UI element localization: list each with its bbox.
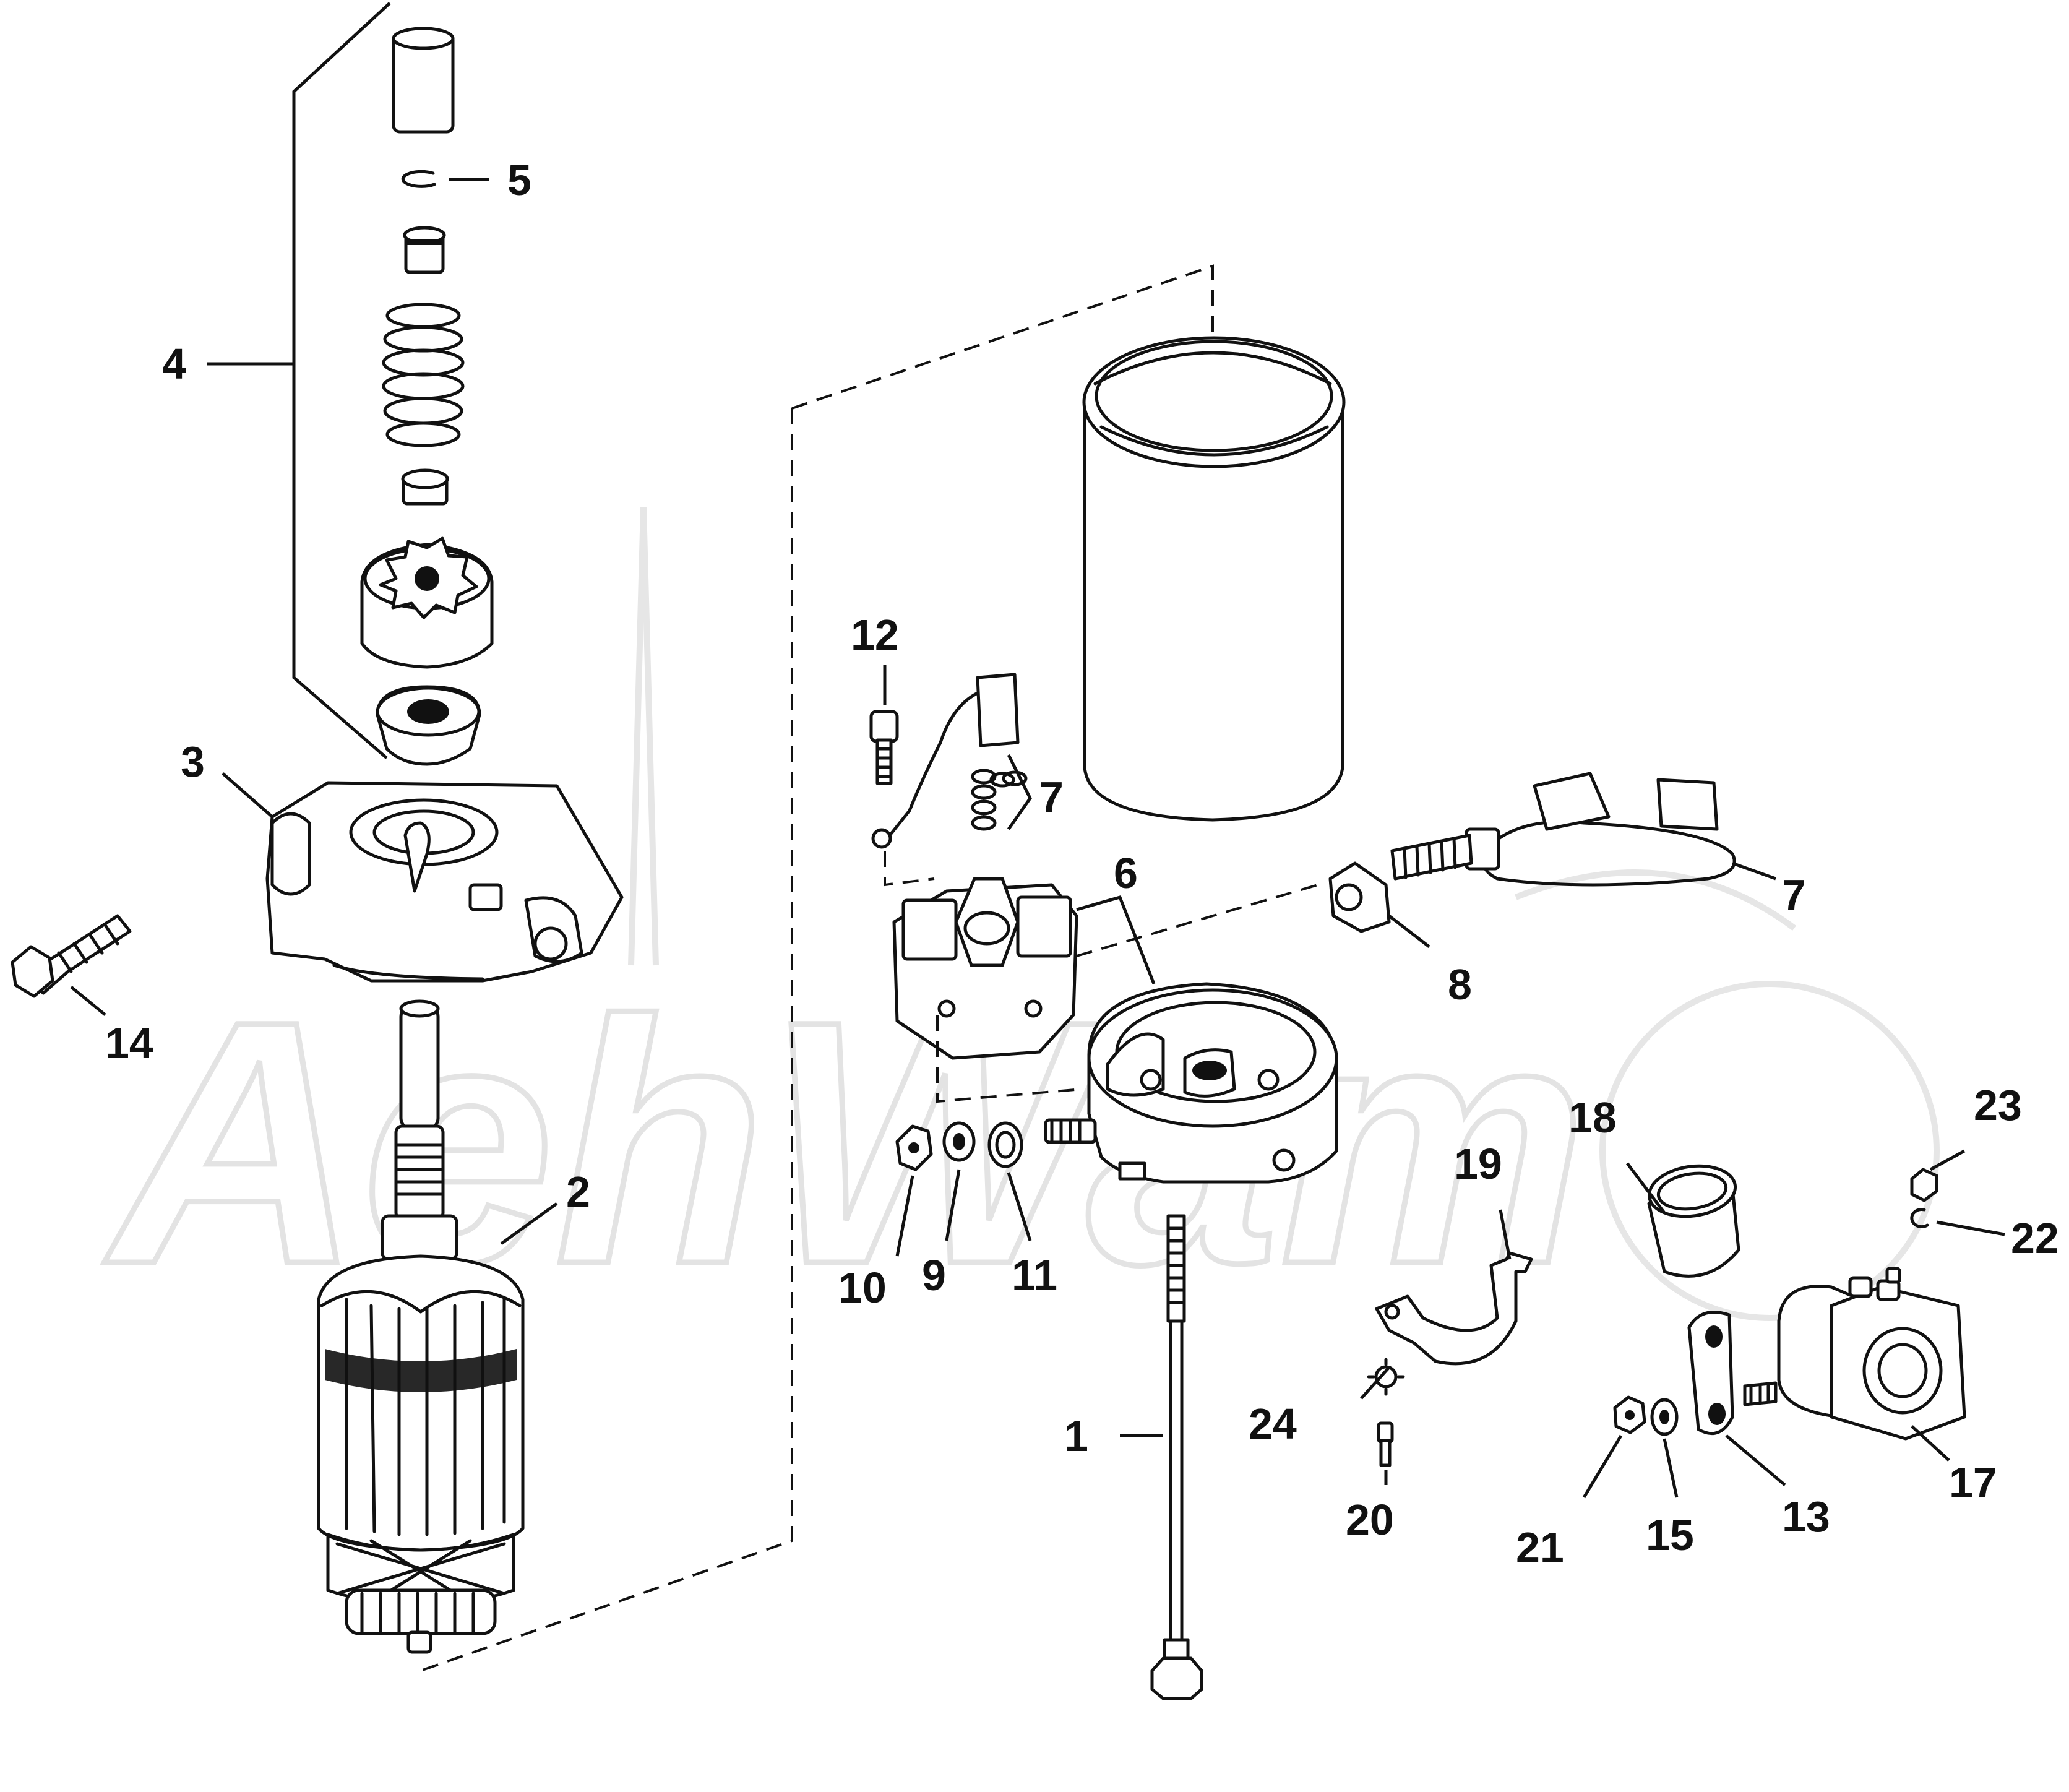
washer-15 [1650, 1398, 1679, 1436]
terminal-boot-18 [1647, 1164, 1740, 1278]
through-bolt-1 [1150, 1214, 1203, 1700]
stop-collar [403, 226, 446, 274]
callout-20: 20 [1346, 1496, 1394, 1544]
callout-12: 12 [851, 611, 899, 659]
brush-holder-plate [892, 877, 1078, 1060]
callout-labels: 5 4 3 14 2 12 7 6 7 8 10 9 11 1 19 18 24… [105, 156, 2059, 1572]
brush-with-lead-7 [871, 673, 1028, 849]
armature [317, 999, 525, 1654]
brush-springs-left [971, 769, 1028, 831]
solenoid-17 [1743, 1267, 1966, 1441]
callout-5: 5 [507, 156, 531, 204]
washer-9 [942, 1121, 976, 1162]
callout-7b: 7 [1782, 871, 1806, 919]
anti-drift-spring [382, 303, 465, 447]
callout-21: 21 [1516, 1523, 1564, 1572]
drive-end-cap [265, 781, 624, 983]
callout-10: 10 [838, 1264, 887, 1312]
callout-22: 22 [2011, 1214, 2059, 1262]
lock-washer-24 [1367, 1358, 1405, 1396]
spring-collar [401, 468, 449, 506]
callout-18: 18 [1568, 1093, 1617, 1142]
brush-assembly-right-7 [1390, 772, 1736, 887]
callout-17: 17 [1949, 1458, 1997, 1507]
pinion-drive-stack [360, 27, 494, 766]
brush-plate-dashed-frame [884, 851, 1318, 1103]
washer-22 [1910, 1208, 1929, 1229]
hardware-9-10-11 [895, 1121, 1023, 1171]
nut-23 [1910, 1168, 1938, 1202]
commutator-end-cap [1044, 982, 1338, 1184]
callout-19: 19 [1454, 1140, 1502, 1188]
callout-6: 6 [1114, 849, 1138, 897]
callout-3: 3 [181, 738, 205, 786]
callout-7a: 7 [1039, 773, 1064, 821]
leader-lines [70, 178, 2005, 1499]
snap-ring [401, 170, 436, 188]
gasket-13 [1687, 1311, 1734, 1436]
nut-21 [1613, 1395, 1646, 1434]
callout-15: 15 [1646, 1511, 1694, 1559]
terminal-bracket-8 [1328, 861, 1391, 933]
pinion-gear [360, 536, 494, 669]
screw-12 [869, 710, 899, 785]
callout-24: 24 [1249, 1400, 1297, 1448]
through-bolt-14 [11, 914, 132, 998]
callout-13: 13 [1782, 1493, 1830, 1541]
screw-20 [1377, 1421, 1394, 1467]
callout-8: 8 [1448, 960, 1472, 1009]
mounting-strap-19 [1375, 1251, 1533, 1366]
callout-23: 23 [1974, 1081, 2022, 1129]
drive-cap [392, 27, 455, 134]
frame-housing [1082, 336, 1346, 822]
thrust-washer [376, 685, 481, 766]
callout-2: 2 [566, 1168, 590, 1216]
callout-4: 4 [162, 340, 186, 388]
callout-14: 14 [105, 1019, 153, 1067]
callout-1: 1 [1064, 1412, 1088, 1460]
nut-10 [895, 1124, 933, 1171]
washer-11 [987, 1121, 1023, 1168]
callout-9: 9 [922, 1251, 946, 1299]
callout-11: 11 [1012, 1251, 1057, 1299]
pinion-assembly-bracket [207, 2, 391, 759]
